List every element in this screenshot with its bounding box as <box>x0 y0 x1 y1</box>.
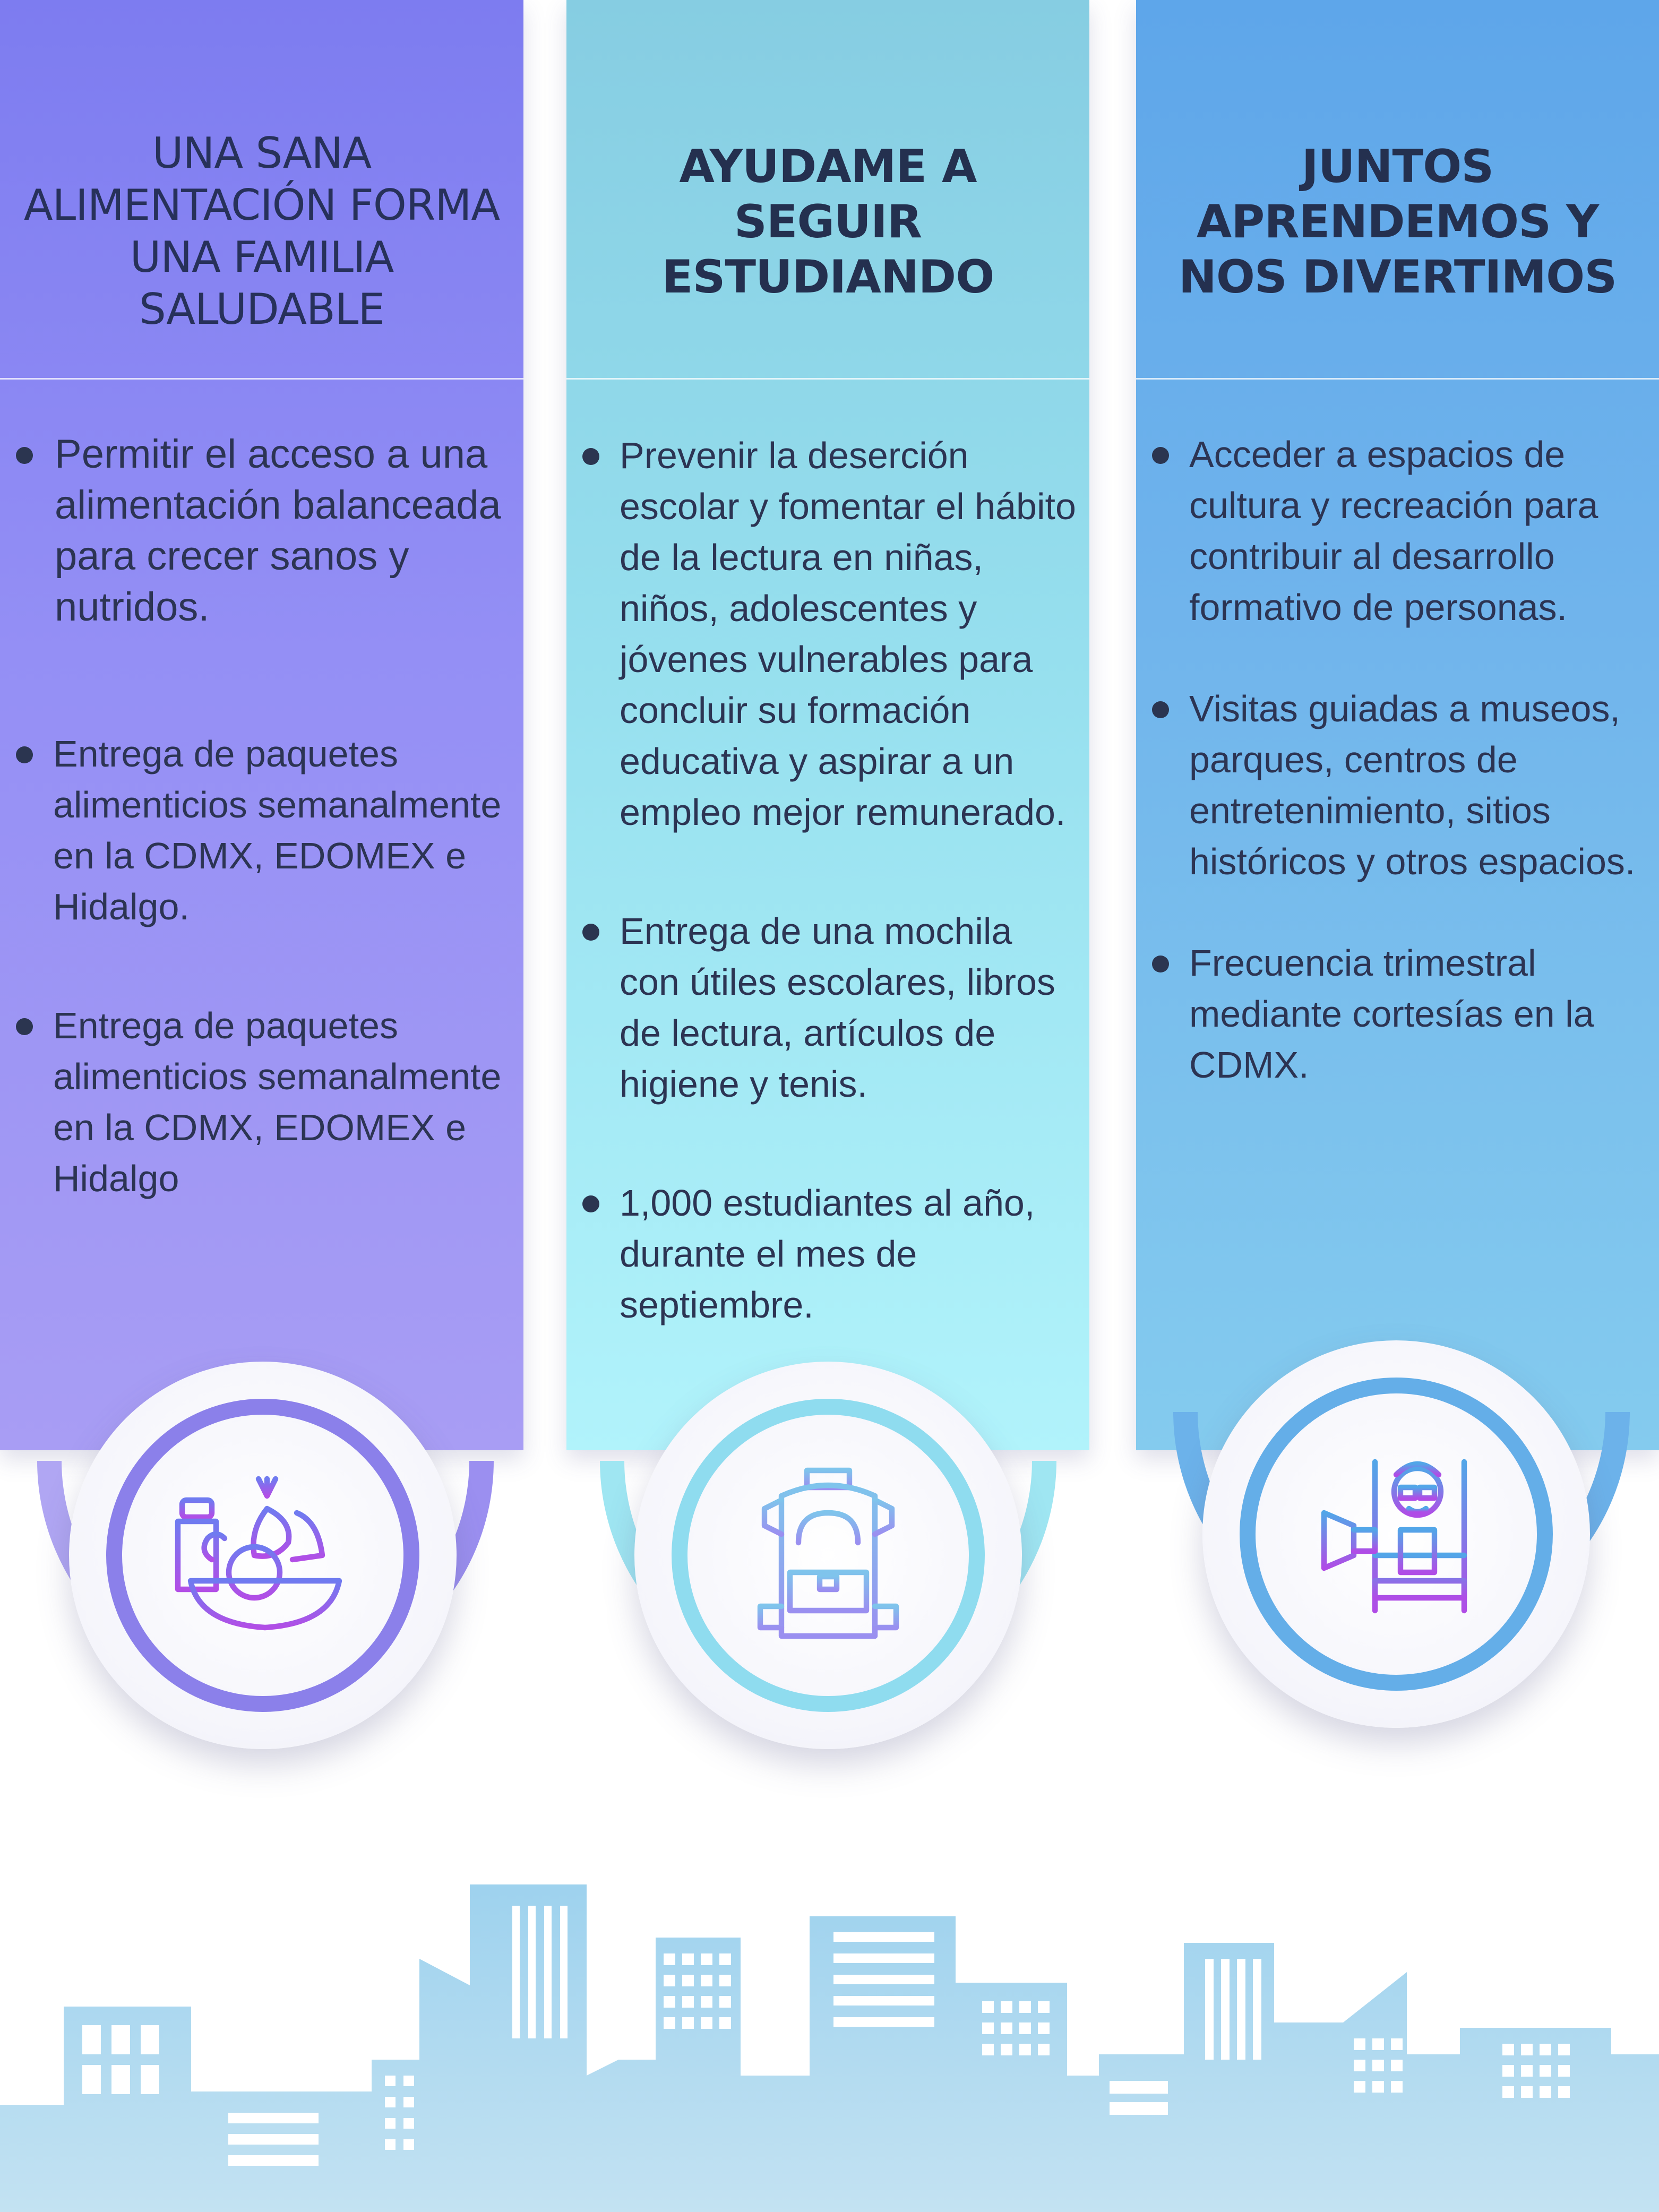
list-item: Entrega de una mochila con útiles escola… <box>566 906 1089 1109</box>
divider <box>566 378 1089 380</box>
bullet-list: Prevenir la deserción escolar y fomentar… <box>566 430 1089 1398</box>
bullet-list: Acceder a espacios de cultura y recreaci… <box>1136 429 1659 1141</box>
backpack-icon <box>722 1449 934 1662</box>
column-title: Una sana alimentación forma una familia … <box>23 128 500 334</box>
list-item: Frecuencia trimestral mediante cortesías… <box>1136 937 1659 1090</box>
list-item: Permitir el acceso a una alimentación ba… <box>0 429 523 633</box>
divider <box>0 378 523 380</box>
column-culture: Juntos aprendemos y nos divertimos Acced… <box>1136 0 1659 1450</box>
bullet-icon <box>16 1018 33 1035</box>
list-item: Entrega de paquetes alimenticios semanal… <box>0 728 523 932</box>
column-school: Ayudame a seguir estudiando Prevenir la … <box>566 0 1089 1450</box>
cinema-medallion <box>1202 1340 1590 1728</box>
list-item: Entrega de paquetes alimenticios semanal… <box>0 1000 523 1204</box>
bullet-icon <box>1152 701 1169 718</box>
food-medallion <box>69 1362 457 1749</box>
backpack-medallion <box>634 1362 1022 1749</box>
column-food: Una sana alimentación forma una familia … <box>0 0 523 1450</box>
food-basket-icon <box>157 1449 369 1662</box>
divider <box>1136 378 1659 380</box>
list-item: Acceder a espacios de cultura y recreaci… <box>1136 429 1659 633</box>
bullet-icon <box>16 447 33 464</box>
bullet-icon <box>582 448 599 465</box>
list-item: Prevenir la deserción escolar y fomentar… <box>566 430 1089 838</box>
bullet-icon <box>16 746 33 763</box>
city-skyline <box>0 1884 1659 2212</box>
bullet-icon <box>1152 447 1169 464</box>
bullet-icon <box>582 924 599 941</box>
column-title: Juntos aprendemos y nos divertimos <box>1178 140 1617 304</box>
bullet-icon <box>582 1195 599 1212</box>
list-item: Visitas guiadas a museos, parques, centr… <box>1136 683 1659 887</box>
bullet-icon <box>1152 956 1169 972</box>
child-cinema-chair-icon <box>1290 1428 1502 1640</box>
bullet-list: Permitir el acceso a una alimentación ba… <box>0 429 523 1272</box>
column-title: Ayudame a seguir estudiando <box>661 140 995 304</box>
list-item: 1,000 estudiantes al año, durante el mes… <box>566 1177 1089 1330</box>
